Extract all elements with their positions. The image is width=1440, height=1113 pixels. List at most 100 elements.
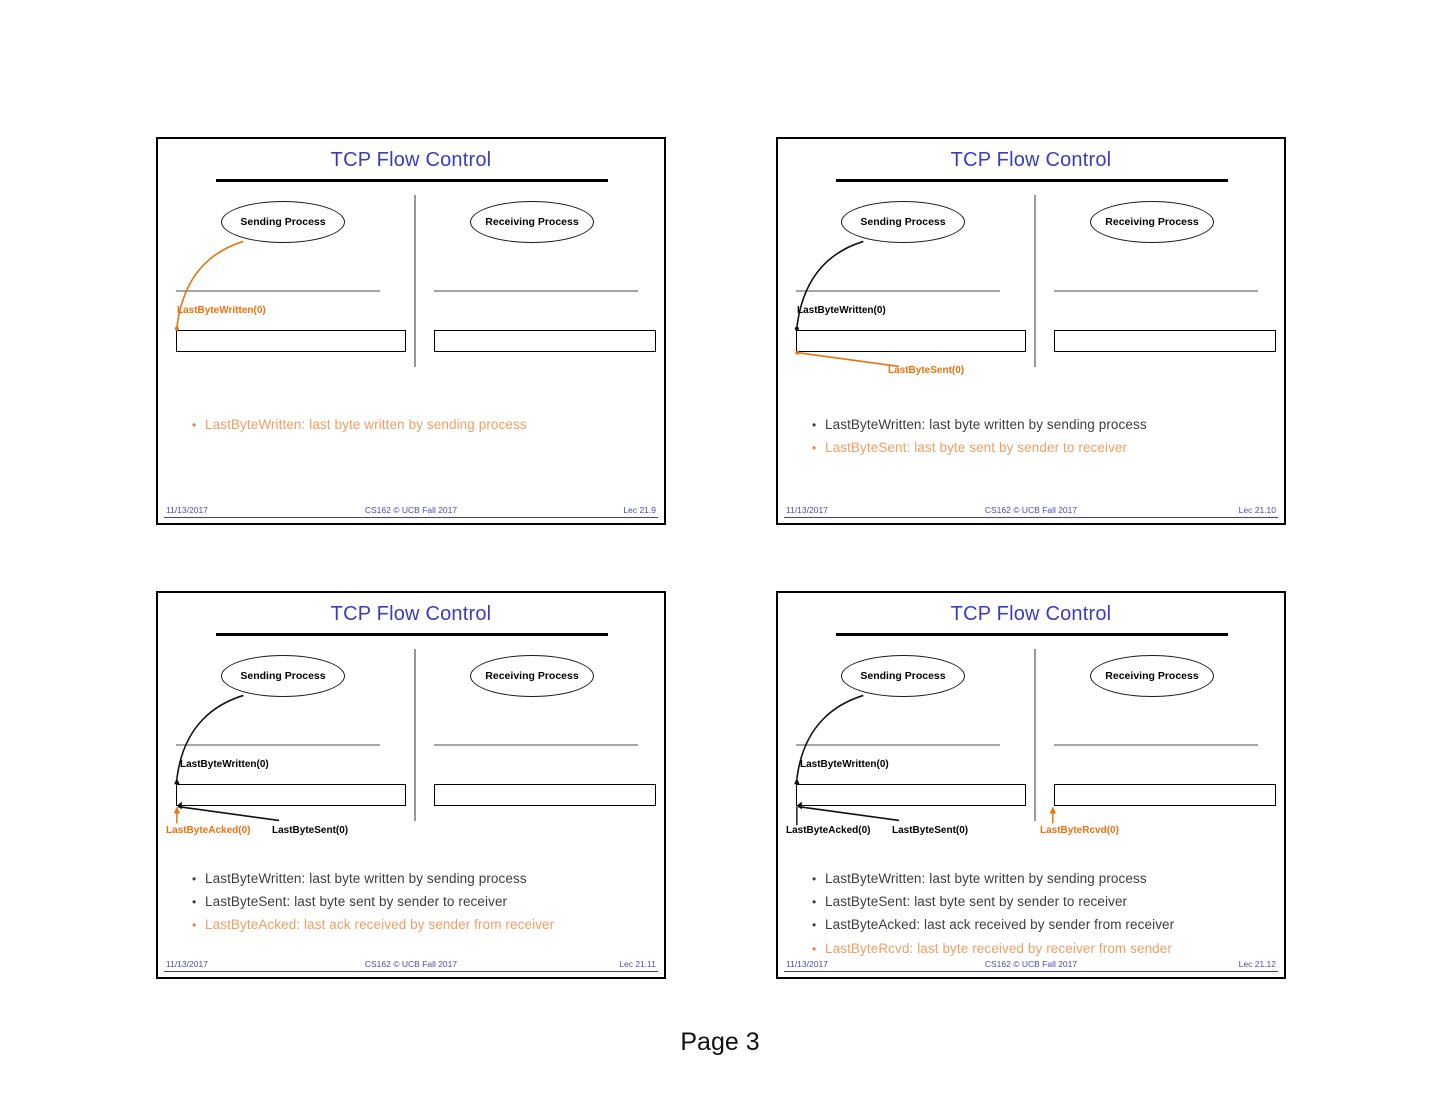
receiver-buffer[interactable] [434,784,656,806]
sender-buffer[interactable] [796,784,1026,806]
annotation-last-byte-sent: LastByteSent(0) [892,825,969,836]
sending-process-node[interactable]: Sending Process [841,655,965,697]
slide-footer: 11/13/2017 CS162 © UCB Fall 2017 Lec 21.… [158,954,664,972]
flow-diagram: Sending Process Receiving Process LastBy… [158,187,664,407]
sender-app-layer-line [796,744,1000,746]
receiver-buffer[interactable] [1054,784,1276,806]
bullet-text: LastByteSent: last byte sent by sender t… [205,894,508,910]
bullet-dot: • [812,872,817,886]
bullet-item: • LastByteWritten: last byte written by … [192,413,650,436]
footer-lecture: Lec 21.12 [1238,959,1276,969]
sending-process-node[interactable]: Sending Process [221,655,345,697]
bullet-item: • LastByteSent: last byte sent by sender… [812,890,1270,913]
slide-title: TCP Flow Control [330,149,492,171]
receiving-process-node[interactable]: Receiving Process [470,655,594,697]
footer-lecture: Lec 21.10 [1238,505,1276,515]
bullet-text: LastByteAcked: last ack received by send… [205,917,555,933]
bullet-text: LastByteSent: last byte sent by sender t… [825,440,1128,456]
sending-process-node[interactable]: Sending Process [221,201,345,243]
receiver-app-layer-line [1054,744,1258,746]
receiver-app-layer-line [1054,290,1258,292]
receiving-process-node[interactable]: Receiving Process [1090,201,1214,243]
footer-rule [784,516,1278,518]
bullet-text: LastByteAcked: last ack received by send… [825,917,1175,933]
sender-buffer[interactable] [176,330,406,352]
slide-footer: 11/13/2017 CS162 © UCB Fall 2017 Lec 21.… [778,500,1284,518]
bullet-text: LastByteWritten: last byte written by se… [825,417,1147,432]
slide-title: TCP Flow Control [330,603,492,625]
footer-date: 11/13/2017 [166,505,208,515]
sender-receiver-divider [1034,195,1036,367]
slide-4[interactable]: TCP Flow Control Sending Process Receivi… [776,591,1286,979]
slide-3[interactable]: TCP Flow Control Sending Process Receivi… [156,591,666,979]
sending-process-node[interactable]: Sending Process [841,201,965,243]
receiver-app-layer-line [434,290,638,292]
bullet-item: • LastByteAcked: last ack received by se… [812,913,1270,936]
annotation-last-byte-rcvd: LastByteRcvd(0) [1040,825,1119,836]
annotation-last-byte-sent: LastByteSent(0) [272,825,349,836]
annotation-last-byte-sent: LastByteSent(0) [888,365,965,376]
flow-diagram: Sending Process Receiving Process LastBy… [778,641,1284,861]
flow-diagram: Sending Process Receiving Process LastBy… [778,187,1284,407]
footer-course: CS162 © UCB Fall 2017 [364,959,458,969]
slide-title: TCP Flow Control [950,149,1112,171]
footer-course: CS162 © UCB Fall 2017 [984,505,1078,515]
footer-lecture: Lec 21.9 [623,505,656,515]
sender-receiver-divider [414,195,416,367]
bullet-item: • LastByteWritten: last byte written by … [812,413,1270,436]
flow-diagram: Sending Process Receiving Process LastBy… [158,641,664,861]
slide-title: TCP Flow Control [950,603,1112,625]
bullet-item: • LastByteSent: last byte sent by sender… [812,436,1270,459]
sender-receiver-divider [1034,649,1036,821]
sender-app-layer-line [796,290,1000,292]
annotation-last-byte-acked: LastByteAcked(0) [786,825,871,836]
footer-course: CS162 © UCB Fall 2017 [984,959,1078,969]
bullet-dot: • [812,941,817,956]
title-rule [216,633,608,636]
bullet-dot: • [812,441,817,456]
annotation-last-byte-written: LastByteWritten(0) [797,305,886,316]
sender-app-layer-line [176,744,380,746]
bullet-item: • LastByteWritten: last byte written by … [812,867,1270,890]
bullet-item: • LastByteSent: last byte sent by sender… [192,890,650,913]
bullet-item: • LastByteWritten: last byte written by … [192,867,650,890]
slide-footer: 11/13/2017 CS162 © UCB Fall 2017 Lec 21.… [158,500,664,518]
bullet-text: LastByteRcvd: last byte received by rece… [825,940,1172,956]
footer-lecture: Lec 21.11 [619,959,656,969]
slide-2[interactable]: TCP Flow Control Sending Process Receivi… [776,137,1286,525]
annotation-last-byte-written: LastByteWritten(0) [177,305,266,316]
sender-buffer[interactable] [176,784,406,806]
slide-1[interactable]: TCP Flow Control Sending Process Receivi… [156,137,666,525]
bullet-dot: • [192,872,197,886]
page-label: Page 3 [680,1028,760,1056]
bullet-list: • LastByteWritten: last byte written by … [812,867,1270,960]
bullet-list: • LastByteWritten: last byte written by … [192,867,650,937]
annotation-last-byte-written: LastByteWritten(0) [180,759,269,770]
footer-date: 11/13/2017 [166,959,208,969]
footer-rule [164,516,658,518]
sender-receiver-divider [414,649,416,821]
title-rule [836,633,1228,636]
footer-date: 11/13/2017 [786,959,828,969]
bullet-dot: • [192,895,197,910]
bullet-dot: • [812,895,817,910]
receiving-process-node[interactable]: Receiving Process [1090,655,1214,697]
receiver-buffer[interactable] [1054,330,1276,352]
bullet-text: LastByteWritten: last byte written by se… [825,871,1147,886]
footer-course: CS162 © UCB Fall 2017 [364,505,458,515]
sender-app-layer-line [176,290,380,292]
title-rule [836,179,1228,182]
footer-date: 11/13/2017 [786,505,828,515]
footer-rule [164,970,658,972]
bullet-dot: • [812,418,817,432]
receiving-process-node[interactable]: Receiving Process [470,201,594,243]
sender-buffer[interactable] [796,330,1026,352]
bullet-dot: • [812,918,817,933]
bullet-text: LastByteWritten: last byte written by se… [205,417,527,432]
annotation-last-byte-written: LastByteWritten(0) [800,759,889,770]
footer-rule [784,970,1278,972]
bullet-item: • LastByteRcvd: last byte received by re… [812,937,1270,960]
bullet-list: • LastByteWritten: last byte written by … [812,413,1270,459]
receiver-buffer[interactable] [434,330,656,352]
